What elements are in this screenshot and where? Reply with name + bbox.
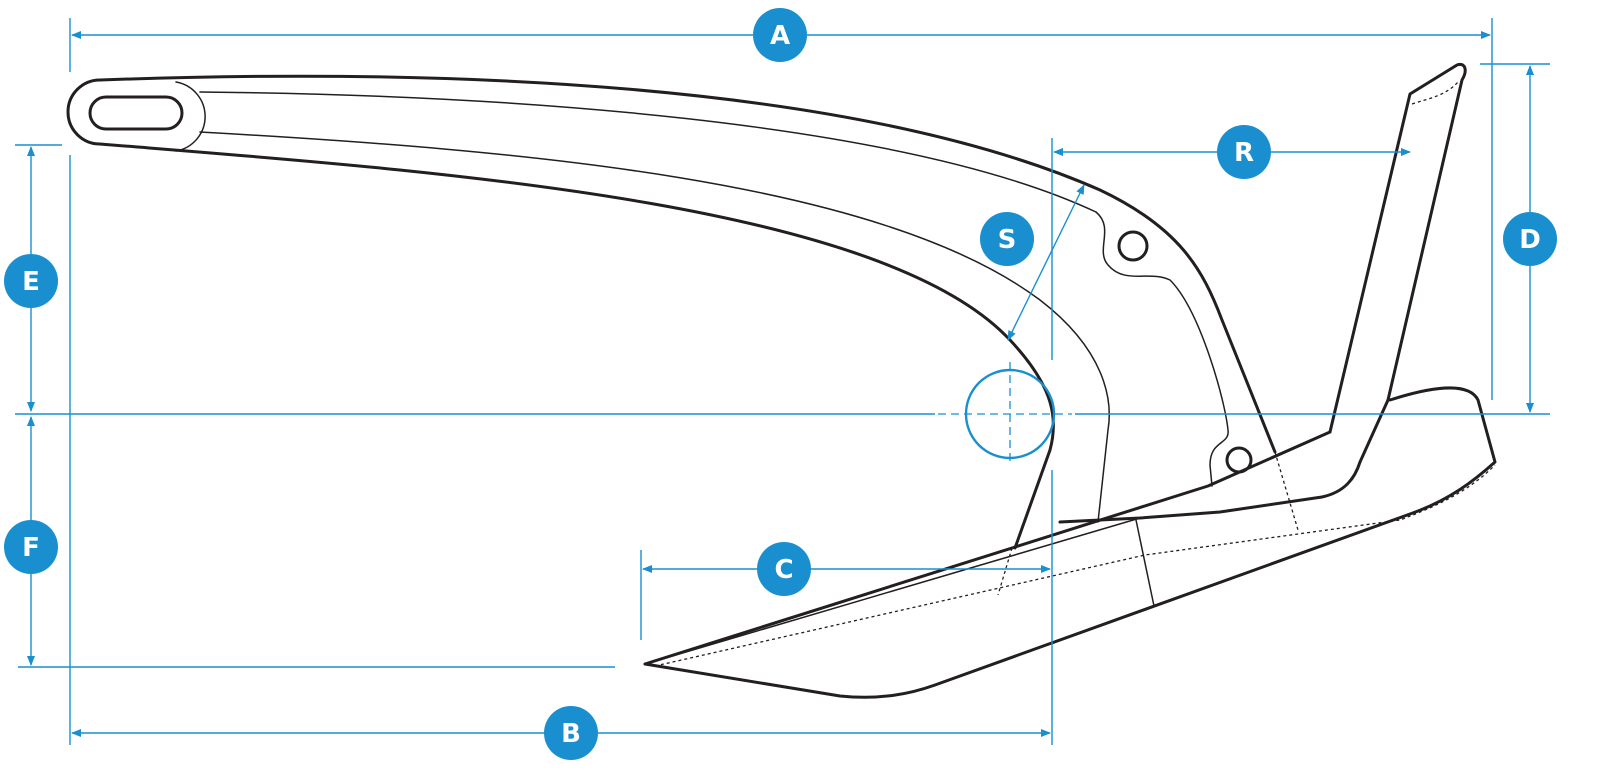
badge-s: S — [980, 212, 1034, 266]
badge-b: B — [544, 706, 598, 760]
badge-c-label: C — [774, 555, 793, 585]
badge-f: F — [4, 520, 58, 574]
badge-e: E — [4, 254, 58, 308]
badge-r-label: R — [1234, 138, 1254, 168]
badge-e-label: E — [22, 267, 40, 297]
badge-d: D — [1503, 212, 1557, 266]
badge-c: C — [757, 542, 811, 596]
badge-a: A — [753, 8, 807, 62]
badge-a-label: A — [770, 21, 790, 51]
badge-d-label: D — [1519, 225, 1541, 255]
badge-s-label: S — [998, 225, 1017, 255]
anchor-outline — [66, 62, 1497, 699]
badge-r: R — [1217, 125, 1271, 179]
badge-b-label: B — [561, 719, 581, 749]
dimension-lines — [15, 18, 1550, 745]
badge-f-label: F — [22, 533, 40, 563]
